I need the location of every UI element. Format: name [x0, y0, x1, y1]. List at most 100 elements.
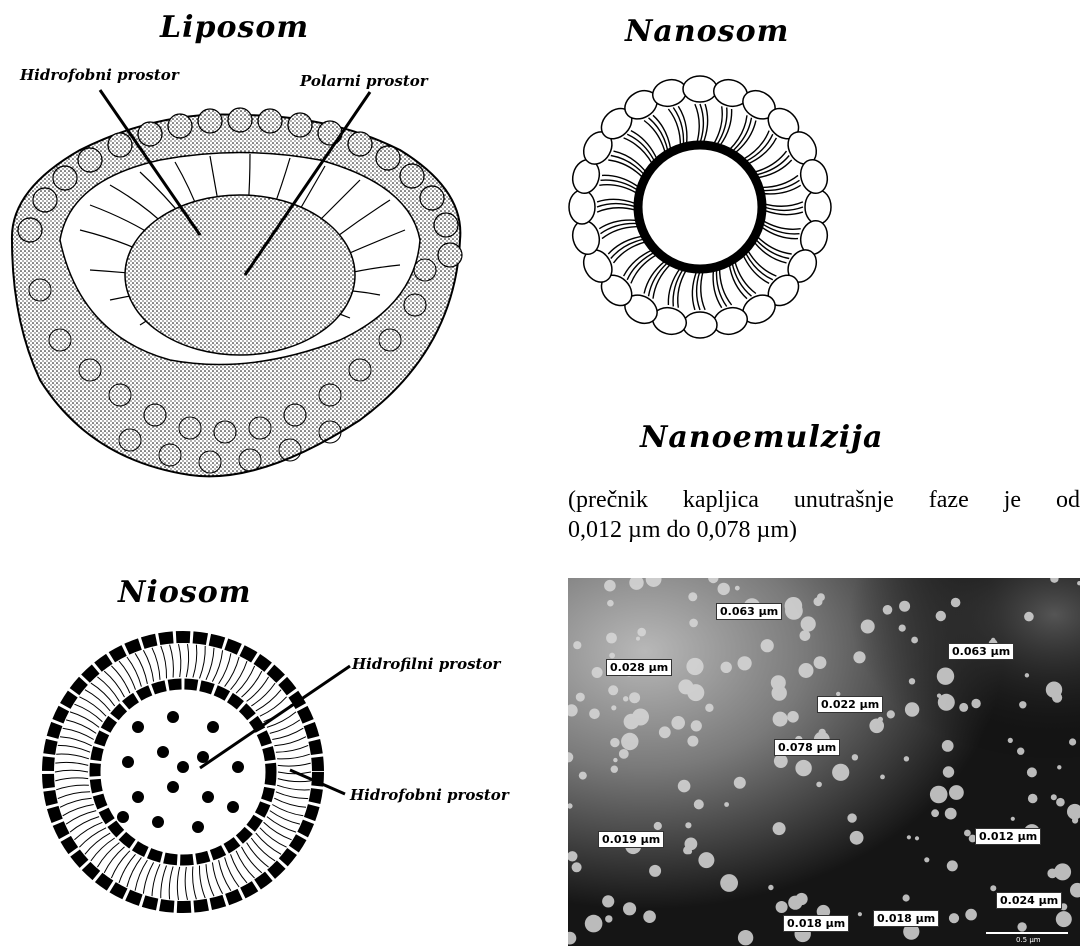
- droplet: [1056, 911, 1072, 927]
- nanoemulzija-description: (prečnik kapljica unutrašnje faze je od …: [568, 485, 1080, 545]
- droplet-label: 0.012 µm: [975, 828, 1041, 845]
- desc-word: kapljica: [683, 485, 759, 515]
- niosom-tail: [161, 646, 167, 679]
- niosom-tail: [127, 657, 141, 687]
- niosom-tail: [177, 867, 179, 900]
- droplet: [907, 835, 911, 839]
- droplet: [686, 658, 703, 675]
- droplet: [1017, 748, 1024, 755]
- droplet: [659, 726, 671, 738]
- nanosom-diagram: [555, 60, 855, 360]
- droplet: [623, 696, 628, 701]
- droplet: [816, 782, 822, 788]
- niosom-tail: [272, 728, 303, 739]
- nanosom-tail: [761, 175, 798, 187]
- droplet: [573, 641, 581, 649]
- nanosom-tail: [649, 118, 669, 152]
- desc-word: od: [1056, 485, 1080, 515]
- niosom-dot: [167, 711, 179, 723]
- droplet: [945, 808, 957, 820]
- droplet: [931, 809, 939, 817]
- droplet: [572, 862, 582, 872]
- droplet: [911, 637, 918, 644]
- nanosom-tail: [761, 227, 798, 239]
- droplet: [621, 733, 638, 750]
- droplet: [883, 605, 893, 615]
- nanosom-tail: [668, 109, 680, 146]
- nanosom-title: Nanosom: [625, 14, 789, 49]
- droplet: [721, 662, 732, 673]
- droplet: [959, 703, 968, 712]
- droplet: [688, 592, 697, 601]
- droplet: [776, 901, 788, 913]
- droplet-label: 0.018 µm: [873, 910, 939, 927]
- droplet: [936, 611, 946, 621]
- desc-word: unutrašnje: [794, 485, 894, 515]
- droplet: [735, 586, 740, 591]
- droplet: [632, 709, 649, 726]
- niosom-tail: [277, 785, 310, 790]
- niosom-diagram: [0, 620, 360, 940]
- niosom-tail: [74, 704, 102, 722]
- niosom-tail: [212, 650, 222, 681]
- droplet: [592, 667, 603, 678]
- niosom-tail: [111, 851, 129, 878]
- droplet: [880, 775, 885, 780]
- droplet: [801, 616, 816, 631]
- niosom-dot: [197, 751, 209, 763]
- droplet: [613, 758, 617, 762]
- niosom-dot: [152, 816, 164, 828]
- niosom-tail: [169, 867, 173, 900]
- nanoemulsion-micrograph: 0.5 µm 0.063 µm 0.063 µm 0.028 µm 0.022 …: [568, 578, 1080, 946]
- droplet: [965, 909, 977, 921]
- scale-bar-label: 0.5 µm: [1016, 936, 1041, 944]
- niosom-hydrophilic-label: Hidrofilni prostor: [352, 655, 500, 673]
- droplet: [654, 822, 662, 830]
- nanosom-tail: [720, 109, 732, 146]
- niosom-tail: [58, 745, 90, 752]
- droplet: [611, 705, 616, 710]
- droplet: [774, 754, 788, 768]
- niosom-tail: [206, 648, 214, 680]
- droplet: [607, 600, 614, 607]
- droplet: [579, 772, 587, 780]
- droplet: [604, 580, 616, 592]
- niosom-tail: [135, 653, 147, 684]
- droplet: [718, 583, 730, 595]
- droplet: [694, 799, 704, 809]
- nanosom-head: [683, 76, 717, 102]
- niosom-tail: [58, 792, 90, 799]
- niosom-tail: [267, 817, 296, 833]
- niosom-tail: [179, 644, 181, 677]
- nanosom-tail: [631, 131, 657, 160]
- droplet: [689, 619, 698, 628]
- droplet: [1069, 738, 1076, 745]
- niosom-tail: [74, 822, 102, 840]
- droplet: [761, 639, 774, 652]
- nanosom-head: [569, 190, 595, 224]
- nanosom-tail: [732, 262, 752, 296]
- niosom-tail: [143, 862, 153, 893]
- niosom-tail: [79, 828, 106, 847]
- niosom-tail: [55, 762, 88, 765]
- niosom-dot: [177, 761, 189, 773]
- niosom-dot: [192, 821, 204, 833]
- droplet: [899, 601, 910, 612]
- nanosom-tail: [720, 268, 732, 305]
- niosom-tail: [270, 720, 300, 734]
- nanosom-tail: [764, 202, 803, 206]
- droplet: [949, 913, 959, 923]
- niosom-tail: [152, 864, 160, 896]
- droplet: [687, 736, 698, 747]
- droplet: [773, 712, 788, 727]
- niosom-dot: [227, 801, 239, 813]
- nanosom-head: [805, 190, 831, 224]
- micrograph-image: [568, 578, 1080, 946]
- droplet: [943, 766, 954, 777]
- niosom-tail: [236, 851, 255, 878]
- niosom-tail: [200, 646, 206, 679]
- niosom-tail: [119, 854, 136, 883]
- droplet: [1025, 673, 1029, 677]
- description-line-1: (prečnik kapljica unutrašnje faze je od: [568, 485, 1080, 515]
- niosom-tail: [278, 763, 311, 766]
